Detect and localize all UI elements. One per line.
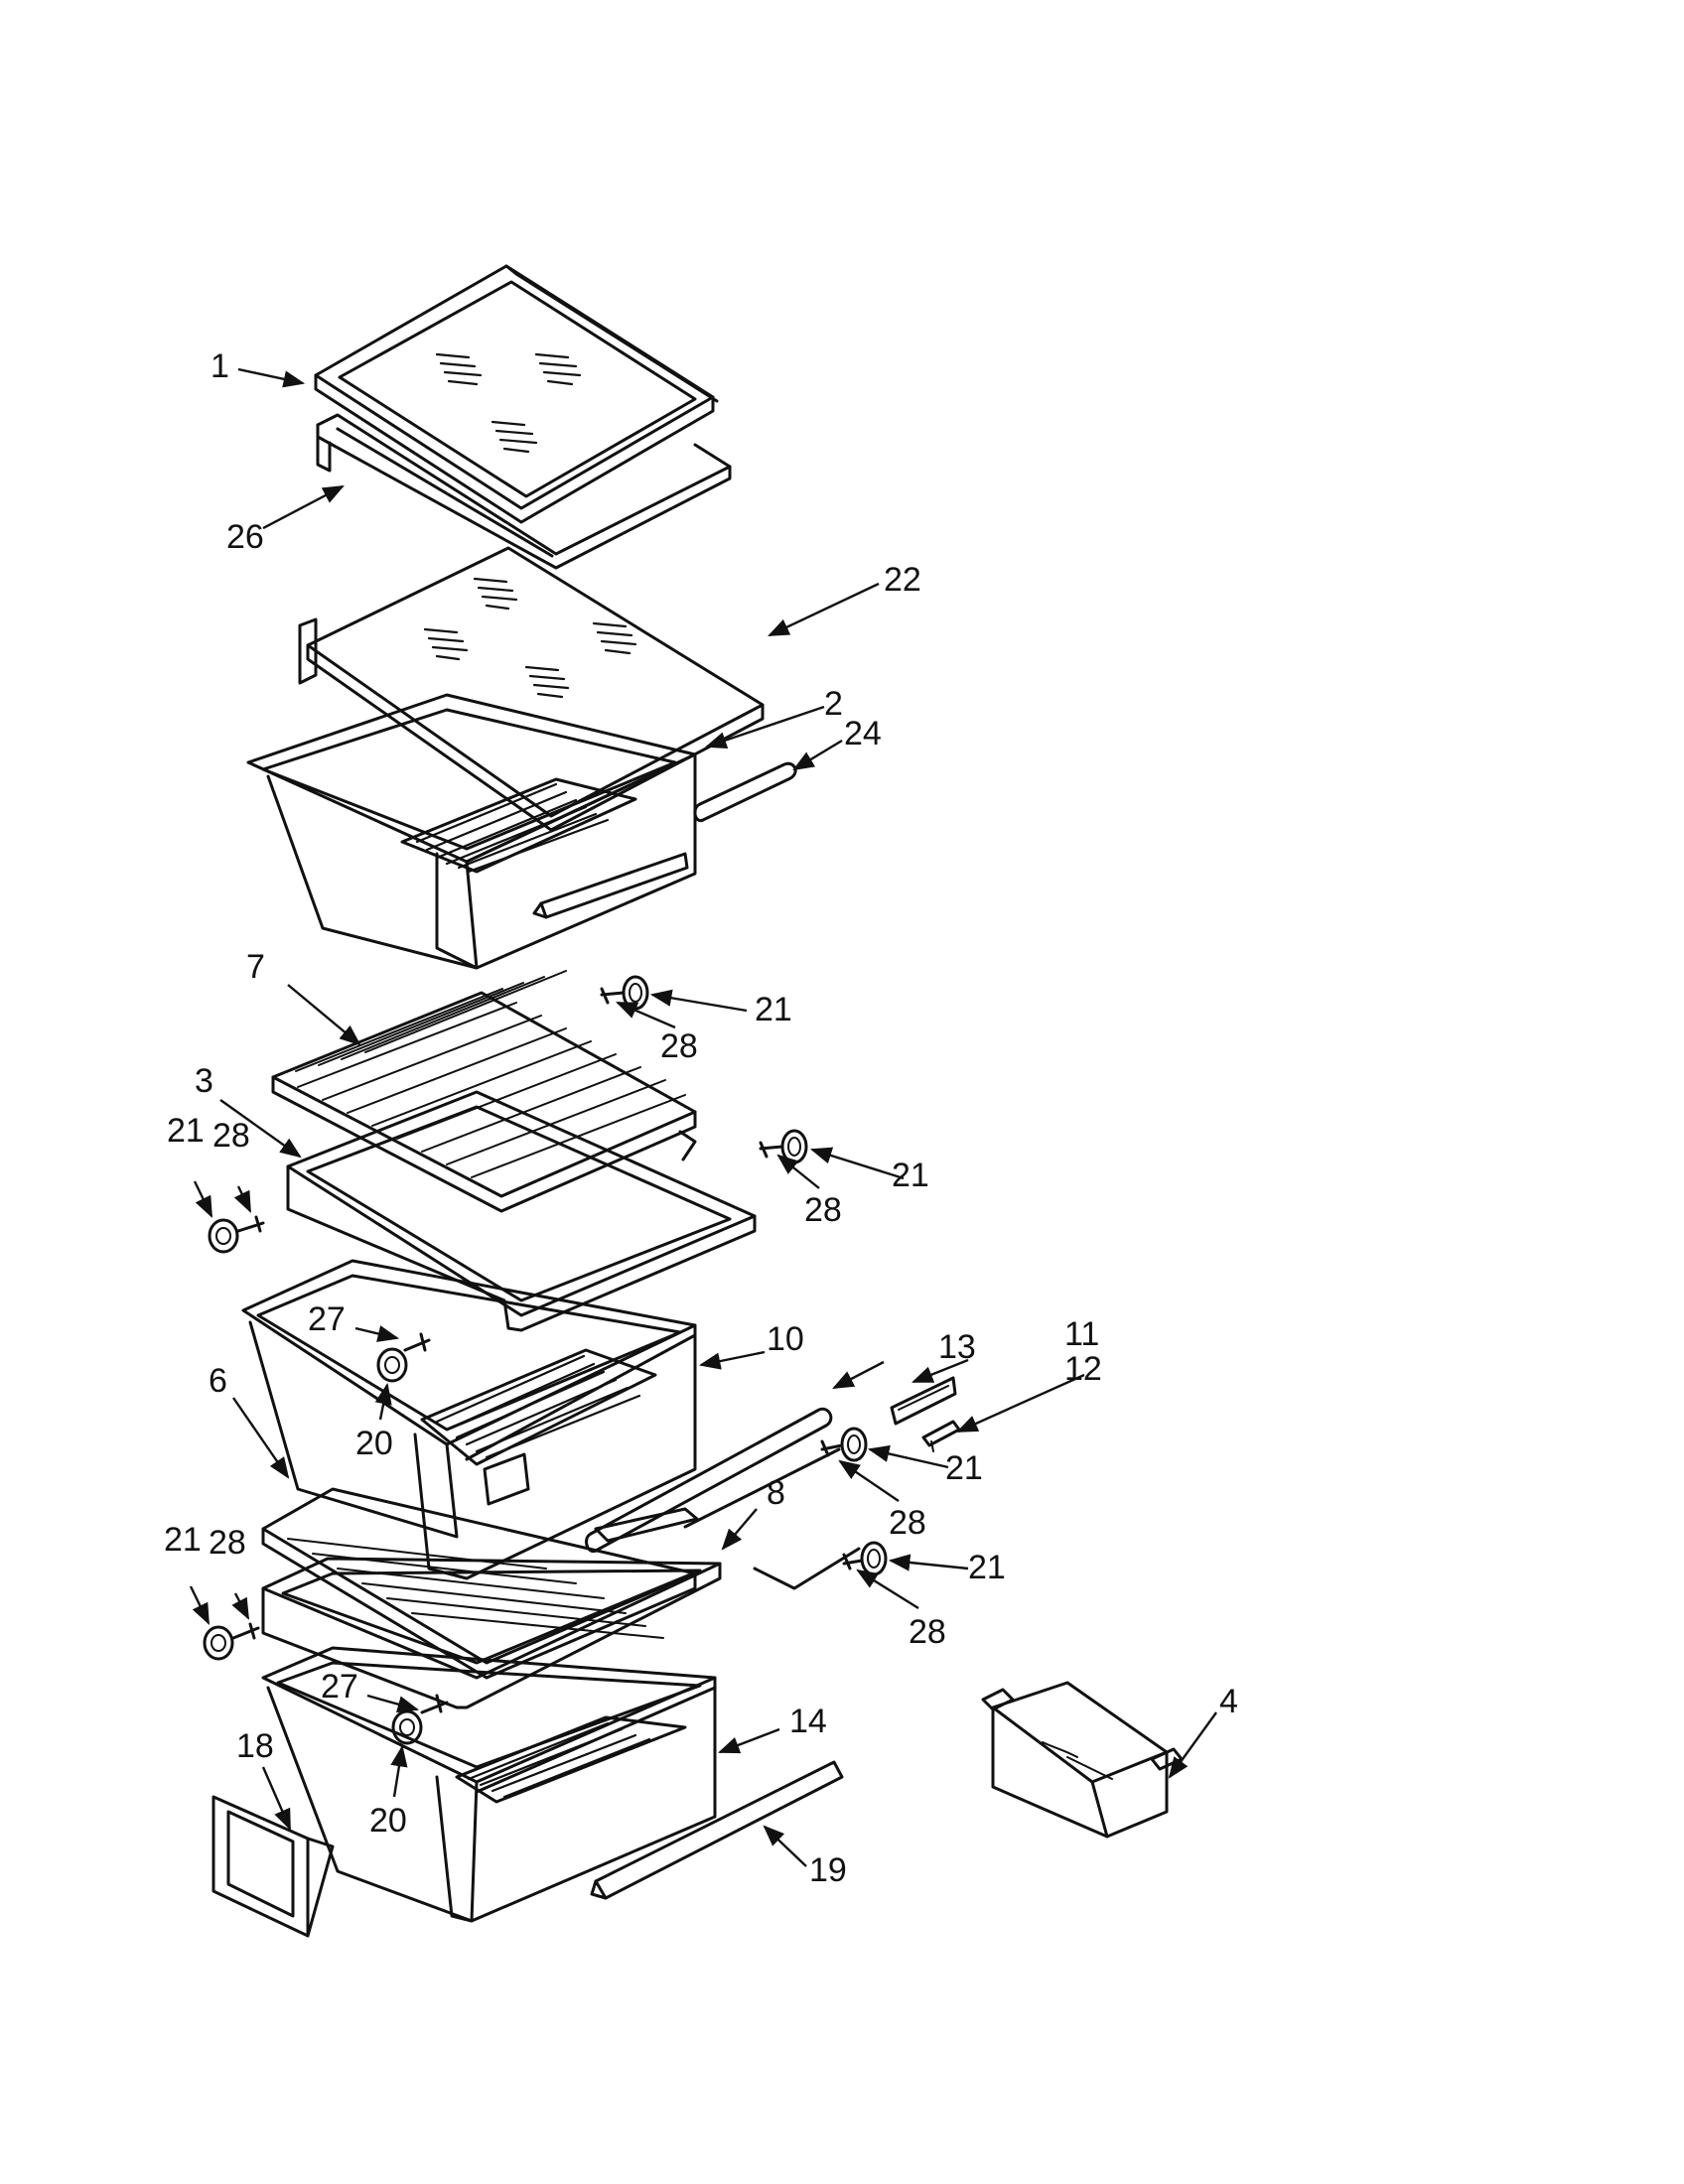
screw-28-e	[842, 1553, 864, 1570]
callout-28-b: 28	[212, 1117, 250, 1155]
callout-28-f: 28	[909, 1613, 946, 1651]
roller-21-d	[840, 1427, 868, 1462]
callout-21-e: 21	[164, 1521, 202, 1559]
part-24-trim-tube	[693, 761, 797, 823]
roller-wheel-set	[203, 975, 888, 1745]
screw-28-f	[231, 1622, 260, 1640]
callout-labels: 1 2 3 4 6 7 8 10 11 12 13 14 18 19 20 20…	[164, 347, 1238, 1889]
part-19-trim-strip	[590, 1760, 844, 1900]
screw-28-a	[600, 987, 626, 1005]
callout-21-f: 21	[968, 1549, 1006, 1586]
callout-8: 8	[767, 1474, 785, 1512]
callout-27-lower: 27	[321, 1668, 358, 1706]
callout-20-lower: 20	[369, 1802, 407, 1840]
part-26-shelf-frame	[316, 413, 732, 570]
callout-21-a: 21	[755, 991, 792, 1028]
screw-27-a	[403, 1332, 431, 1352]
roller-21-e	[860, 1541, 888, 1576]
part-13-trim-tube	[585, 1407, 841, 1554]
part-4-bin	[981, 1681, 1184, 1839]
callout-2: 2	[824, 685, 843, 723]
part-7-shelf-cover	[271, 970, 697, 1213]
callout-3: 3	[195, 1062, 213, 1100]
callout-1: 1	[210, 347, 229, 385]
roller-21-b	[780, 1129, 808, 1164]
callout-18: 18	[236, 1727, 274, 1765]
callout-6: 6	[209, 1362, 227, 1400]
callout-21-c: 21	[892, 1157, 929, 1194]
part-18-label-plate	[211, 1795, 335, 1938]
callout-20-upper: 20	[355, 1425, 393, 1462]
callout-28-d: 28	[889, 1504, 926, 1542]
roller-21-f	[203, 1625, 234, 1661]
part-22-glass-shelf	[298, 546, 765, 832]
callout-13: 13	[938, 1328, 976, 1366]
callout-10: 10	[767, 1320, 804, 1358]
part-3-shelf-frame	[286, 1090, 757, 1332]
screw-28-c	[236, 1215, 265, 1233]
callout-28-c: 28	[804, 1191, 842, 1229]
screw-27-b	[420, 1694, 449, 1714]
part-8-shelf-frame	[261, 1507, 861, 1709]
callout-4: 4	[1219, 1683, 1238, 1720]
leader-lines	[189, 367, 1217, 1867]
callout-12: 12	[1064, 1350, 1102, 1388]
callout-28-e: 28	[209, 1524, 246, 1562]
screw-28-d	[820, 1439, 844, 1457]
callout-19: 19	[809, 1851, 847, 1889]
callout-26: 26	[226, 518, 264, 556]
part-1-glass-shelf	[314, 264, 719, 524]
callout-21-d: 21	[945, 1449, 983, 1487]
callout-21-b: 21	[167, 1112, 205, 1150]
roller-20-a	[376, 1347, 408, 1383]
roller-21-c	[208, 1218, 239, 1254]
callout-28-a: 28	[660, 1027, 698, 1065]
part-11-clip	[890, 1376, 957, 1426]
callout-7: 7	[246, 948, 265, 986]
roller-21-a	[622, 975, 649, 1011]
part-2-crisper-drawer	[246, 693, 697, 970]
callout-14: 14	[789, 1703, 827, 1740]
callout-27-upper: 27	[308, 1300, 346, 1338]
callout-22: 22	[884, 561, 921, 599]
screw-set	[231, 987, 864, 1714]
callout-11: 11	[1064, 1315, 1099, 1353]
callout-24: 24	[844, 715, 882, 752]
part-12-clip	[921, 1420, 961, 1452]
screw-28-b	[759, 1141, 784, 1159]
